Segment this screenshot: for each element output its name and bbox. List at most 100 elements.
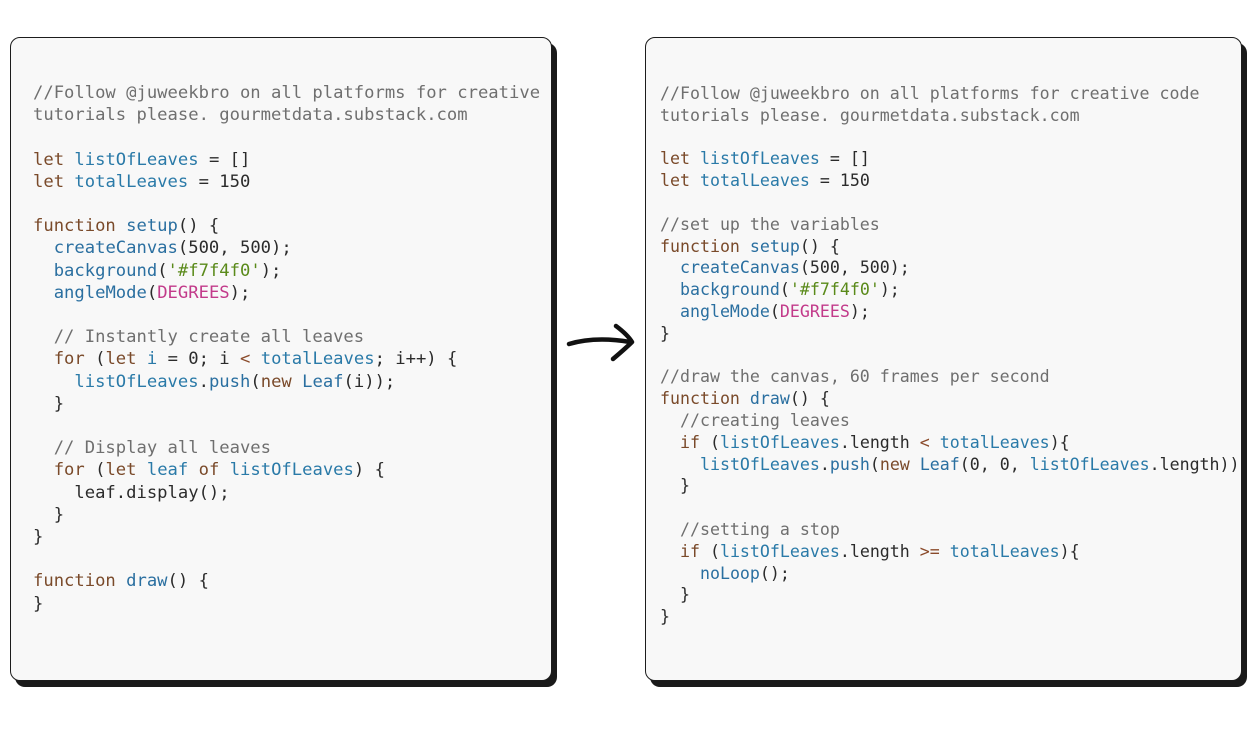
code-token: = 0; i xyxy=(157,349,241,370)
code-token xyxy=(33,460,54,480)
code-token: angleMode xyxy=(679,301,770,321)
code-token: tutorials please. gourmetdata.substack.c… xyxy=(33,105,468,126)
code-line: function draw() { xyxy=(660,388,1240,410)
code-token: function xyxy=(660,236,750,256)
code-token: ) { xyxy=(353,460,385,481)
code-token: } xyxy=(660,476,690,496)
code-token: (0, 0, xyxy=(959,454,1030,474)
code-token: let xyxy=(105,349,137,370)
code-token: ( xyxy=(779,280,790,300)
code-line: // Instantly create all leaves xyxy=(33,326,540,348)
code-token: i xyxy=(146,349,158,370)
code-token: function xyxy=(33,571,127,592)
code-line: } xyxy=(660,475,1240,497)
code-line: // Display all leaves xyxy=(33,437,540,459)
code-token: background xyxy=(53,260,158,281)
code-token xyxy=(940,542,950,561)
code-line xyxy=(33,193,540,215)
code-token: ( xyxy=(84,349,106,370)
code-token: tutorials please. gourmetdata.substack.c… xyxy=(660,105,1080,125)
code-token: ( xyxy=(869,454,880,474)
code-token xyxy=(660,258,680,277)
code-token: listOfLeaves xyxy=(74,149,199,170)
code-token: listOfLeaves xyxy=(1029,454,1150,474)
code-token xyxy=(137,349,147,369)
code-token: Leaf xyxy=(919,454,960,474)
code-line: tutorials please. gourmetdata.substack.c… xyxy=(33,104,540,126)
code-token xyxy=(33,261,54,281)
code-token: leaf.display(); xyxy=(33,482,230,503)
code-token xyxy=(33,283,54,303)
code-token: } xyxy=(660,585,690,605)
code-token: = 150 xyxy=(188,171,251,192)
code-token: ){ xyxy=(1049,432,1070,452)
code-panel-after: //Follow @juweekbro on all platforms for… xyxy=(645,37,1242,681)
code-token: ( xyxy=(250,371,261,392)
code-line: //Follow @juweekbro on all platforms for… xyxy=(33,82,540,104)
code-token: leaf xyxy=(146,460,189,481)
code-token: '#f7f4f0' xyxy=(789,280,880,300)
code-token xyxy=(660,433,680,452)
code-token: ); xyxy=(879,280,900,300)
code-token: let xyxy=(33,149,75,170)
code-token xyxy=(33,238,54,258)
code-line: let totalLeaves = 150 xyxy=(660,170,1240,192)
code-token: < xyxy=(240,349,251,370)
code-token xyxy=(219,460,229,480)
code-token: new xyxy=(879,454,910,474)
code-token: } xyxy=(33,504,65,525)
code-line: } xyxy=(33,393,540,415)
code-token xyxy=(660,302,680,321)
code-token: DEGREES xyxy=(779,301,850,321)
code-line: angleMode(DEGREES); xyxy=(33,282,540,304)
code-token: totalLeaves xyxy=(699,171,810,191)
code-token: ; i++) { xyxy=(374,349,458,370)
code-token: push xyxy=(208,371,251,392)
code-line: background('#f7f4f0'); xyxy=(33,260,540,282)
code-line xyxy=(660,497,1240,519)
code-token: ( xyxy=(699,541,720,561)
code-token: //creating leaves xyxy=(660,410,850,430)
code-token: listOfLeaves xyxy=(719,432,840,452)
code-token: listOfLeaves xyxy=(719,541,840,561)
code-token: ( xyxy=(157,260,168,281)
code-line: if (listOfLeaves.length >= totalLeaves){ xyxy=(660,541,1240,563)
code-token: (); xyxy=(759,563,790,583)
code-line: } xyxy=(660,606,1240,628)
code-token: (500, 500); xyxy=(177,238,292,259)
code-token: // Instantly create all leaves xyxy=(33,327,365,348)
code-line: } xyxy=(33,504,540,526)
code-token xyxy=(250,349,260,369)
code-token: of xyxy=(198,460,220,481)
code-token: push xyxy=(829,454,870,474)
code-line: //creating leaves xyxy=(660,410,1240,432)
code-token: ){ xyxy=(1059,541,1080,561)
code-token: background xyxy=(679,280,780,300)
code-token: listOfLeaves xyxy=(74,371,199,392)
code-token: //setting a stop xyxy=(660,519,840,539)
code-line: } xyxy=(33,593,540,615)
code-line xyxy=(660,192,1240,214)
code-token: totalLeaves xyxy=(949,541,1060,561)
code-token: draw xyxy=(126,571,168,592)
code-token: ( xyxy=(769,301,780,321)
code-token: '#f7f4f0' xyxy=(167,260,261,281)
code-line: createCanvas(500, 500); xyxy=(660,257,1240,279)
code-token: } xyxy=(33,593,44,614)
code-token: ( xyxy=(146,282,158,303)
code-line: let totalLeaves = 150 xyxy=(33,171,540,193)
code-token: //set up the variables xyxy=(660,214,880,234)
code-panel-before: //Follow @juweekbro on all platforms for… xyxy=(10,37,552,681)
code-token: } xyxy=(660,607,670,627)
code-token xyxy=(910,455,920,474)
code-line: for (let i = 0; i < totalLeaves; i++) { xyxy=(33,348,540,370)
code-line xyxy=(33,304,540,326)
code-token: createCanvas xyxy=(53,238,178,259)
code-token: let xyxy=(105,460,137,481)
code-token: Leaf xyxy=(302,371,344,392)
code-token: //Follow @juweekbro on all platforms for… xyxy=(33,83,541,103)
code-token: //draw the canvas, 60 frames per second xyxy=(660,367,1050,387)
code-token: listOfLeaves xyxy=(699,149,820,169)
code-line: //set up the variables xyxy=(660,214,1240,236)
code-token: (500, 500); xyxy=(799,258,910,278)
